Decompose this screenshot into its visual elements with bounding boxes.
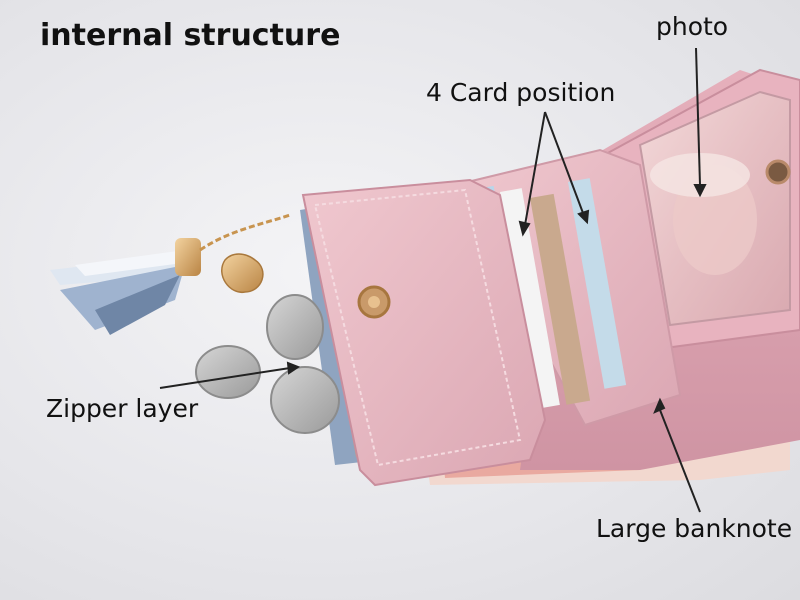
cards-arrow-icon-2 — [577, 209, 590, 225]
annotation-arrows — [159, 47, 707, 513]
photo-label: photo — [656, 12, 729, 41]
photo-pointer-line — [695, 47, 701, 186]
card-slot-4 — [568, 178, 627, 389]
heart-charm — [221, 253, 264, 293]
large-banknote-label: Large banknote — [596, 514, 793, 543]
cards-pointer-line-1 — [524, 111, 546, 226]
photo-arrow-icon — [693, 184, 707, 198]
card-position-label: 4 Card position — [426, 78, 616, 107]
card-slot-3 — [530, 193, 591, 405]
image-title: internal structure — [40, 18, 341, 53]
tassel-charm — [50, 213, 291, 335]
zipper-pointer-line — [159, 367, 291, 389]
banknote-pointer-line — [659, 409, 701, 513]
cards-arrow-icon-1 — [518, 220, 531, 237]
card-slot-2 — [500, 188, 560, 409]
cards-pointer-line-2 — [544, 111, 584, 214]
banknote-arrow-icon — [653, 397, 666, 414]
coins — [195, 294, 340, 434]
front-flap — [301, 178, 547, 487]
zipper-arrow-icon — [286, 361, 301, 375]
zipper-layer-label: Zipper layer — [46, 394, 199, 423]
